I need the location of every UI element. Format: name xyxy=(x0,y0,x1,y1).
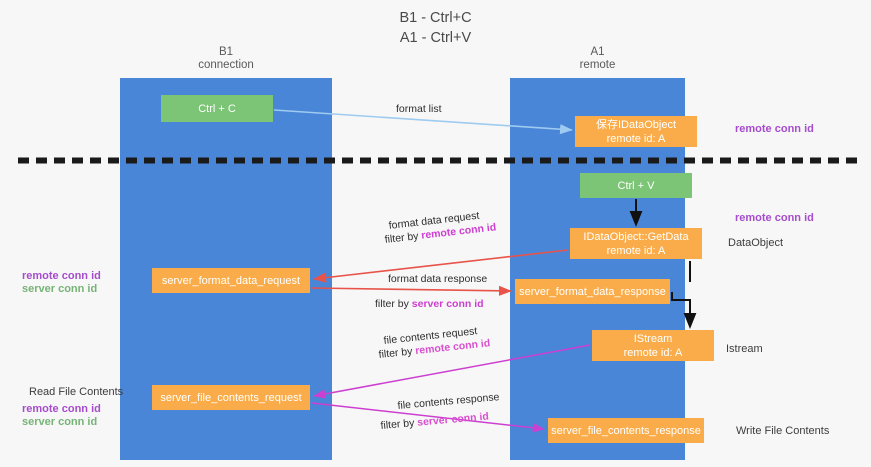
annotation-left-server-conn-id-mid: server conn id xyxy=(22,283,98,295)
node-ctrl-c[interactable]: Ctrl + C xyxy=(161,95,273,122)
annotation-istream: Istream xyxy=(726,343,763,355)
node-server-file-contents-response-label: server_file_contents_response xyxy=(551,424,701,437)
node-server-file-contents-response[interactable]: server_file_contents_response xyxy=(548,418,704,443)
lane-header-b1-name: B1 xyxy=(218,46,234,58)
lane-header-b1: B1 connection xyxy=(120,46,332,72)
edge-label-file-contents-response-filter: filter by server conn id xyxy=(380,410,489,433)
annotation-dataobject: DataObject xyxy=(728,237,784,249)
node-idataobject-getdata[interactable]: IDataObject::GetData remote id: A xyxy=(570,228,702,259)
node-istream[interactable]: IStream remote id: A xyxy=(592,330,714,361)
annotation-remote-conn-id-top: remote conn id xyxy=(735,123,814,135)
filter-key-server-conn-id: server conn id xyxy=(416,410,490,429)
filter-prefix: filter by xyxy=(375,298,412,310)
node-save-idataobject-remote-id: remote id: A xyxy=(606,132,666,145)
node-server-format-data-request-label: server_format_data_request xyxy=(161,274,301,287)
node-idataobject-getdata-remote-id: remote id: A xyxy=(606,244,666,257)
node-server-format-data-response[interactable]: server_format_data_response xyxy=(515,279,670,304)
annotation-left-remote-conn-id-mid: remote conn id xyxy=(22,270,101,282)
node-save-idataobject-label: 保存IDataObject xyxy=(595,118,677,131)
node-save-idataobject[interactable]: 保存IDataObject remote id: A xyxy=(575,116,697,147)
edge-label-format-data-response-filter: filter by server conn id xyxy=(375,297,484,311)
annotation-write-file-contents: Write File Contents xyxy=(736,425,830,437)
lane-header-a1: A1 remote xyxy=(510,46,685,72)
filter-key-server-conn-id: server conn id xyxy=(411,298,484,310)
node-ctrl-v[interactable]: Ctrl + V xyxy=(580,173,692,198)
node-istream-remote-id: remote id: A xyxy=(623,346,683,359)
filter-prefix: filter by xyxy=(378,345,416,361)
node-server-file-contents-request[interactable]: server_file_contents_request xyxy=(152,385,310,410)
connector-format-data-response xyxy=(311,285,512,296)
node-ctrl-v-label: Ctrl + V xyxy=(617,179,655,192)
node-server-format-data-response-label: server_format_data_response xyxy=(519,285,666,298)
node-server-format-data-request[interactable]: server_format_data_request xyxy=(152,268,310,293)
annotation-left-remote-conn-id-bottom: remote conn id xyxy=(22,403,101,415)
lane-header-a1-name: A1 xyxy=(590,46,605,58)
node-ctrl-c-label: Ctrl + C xyxy=(198,102,236,115)
filter-prefix: filter by xyxy=(380,416,418,432)
page-title: B1 - Ctrl+C A1 - Ctrl+V xyxy=(0,8,871,48)
lane-header-b1-subtitle: connection xyxy=(198,59,254,71)
node-idataobject-getdata-label: IDataObject::GetData xyxy=(583,230,689,243)
filter-prefix: filter by xyxy=(384,229,423,246)
title-line-2: A1 - Ctrl+V xyxy=(399,30,472,46)
annotation-read-file-contents: Read File Contents xyxy=(29,386,124,398)
annotation-remote-conn-id-mid: remote conn id xyxy=(735,212,814,224)
node-server-file-contents-request-label: server_file_contents_request xyxy=(160,391,302,404)
lane-header-a1-subtitle: remote xyxy=(579,59,616,71)
title-line-1: B1 - Ctrl+C xyxy=(399,10,472,26)
edge-label-format-data-response: format data response xyxy=(388,273,488,285)
annotation-left-server-conn-id-bottom: server conn id xyxy=(22,416,98,428)
node-istream-label: IStream xyxy=(633,332,673,345)
edge-label-format-list: format list xyxy=(396,103,442,115)
